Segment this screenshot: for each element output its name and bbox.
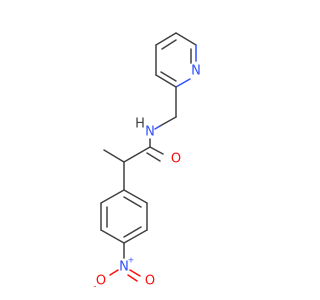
bond	[123, 226, 142, 238]
bond	[123, 196, 142, 208]
benzene-ring	[100, 189, 148, 244]
bond	[149, 146, 164, 155]
bond	[154, 125, 161, 130]
bond	[100, 229, 125, 244]
amide-linker	[103, 86, 177, 191]
bond	[103, 149, 125, 163]
bond	[127, 274, 138, 282]
bond	[159, 116, 177, 127]
nitro-nitrogen-label: N	[119, 260, 129, 275]
amide-hydrogen-label: H	[135, 117, 145, 132]
bond	[123, 189, 148, 204]
amide-nitrogen-label: N	[145, 125, 155, 140]
bond	[175, 32, 197, 46]
bond	[100, 189, 125, 204]
pyridine-ring	[155, 32, 197, 88]
bond	[155, 74, 177, 88]
pyridine-nitrogen-label: N	[191, 64, 201, 79]
bond	[129, 269, 141, 277]
bond	[160, 71, 177, 82]
bond	[123, 146, 151, 163]
bond	[146, 152, 161, 162]
bond	[155, 32, 177, 46]
bond	[175, 78, 191, 88]
nitro-negative-charge: -	[94, 282, 97, 291]
nitro-group	[109, 242, 141, 282]
bond	[109, 269, 119, 276]
bond	[123, 229, 148, 244]
nitro-oxygen-right-label: O	[145, 274, 155, 289]
carbonyl-oxygen-label: O	[171, 152, 181, 167]
nitro-positive-charge: +	[128, 256, 135, 265]
bond	[161, 39, 177, 50]
nitro-oxygen-left-label: O	[96, 274, 106, 289]
chemical-structure-diagram: N N H O N + O - O	[94, 32, 201, 291]
